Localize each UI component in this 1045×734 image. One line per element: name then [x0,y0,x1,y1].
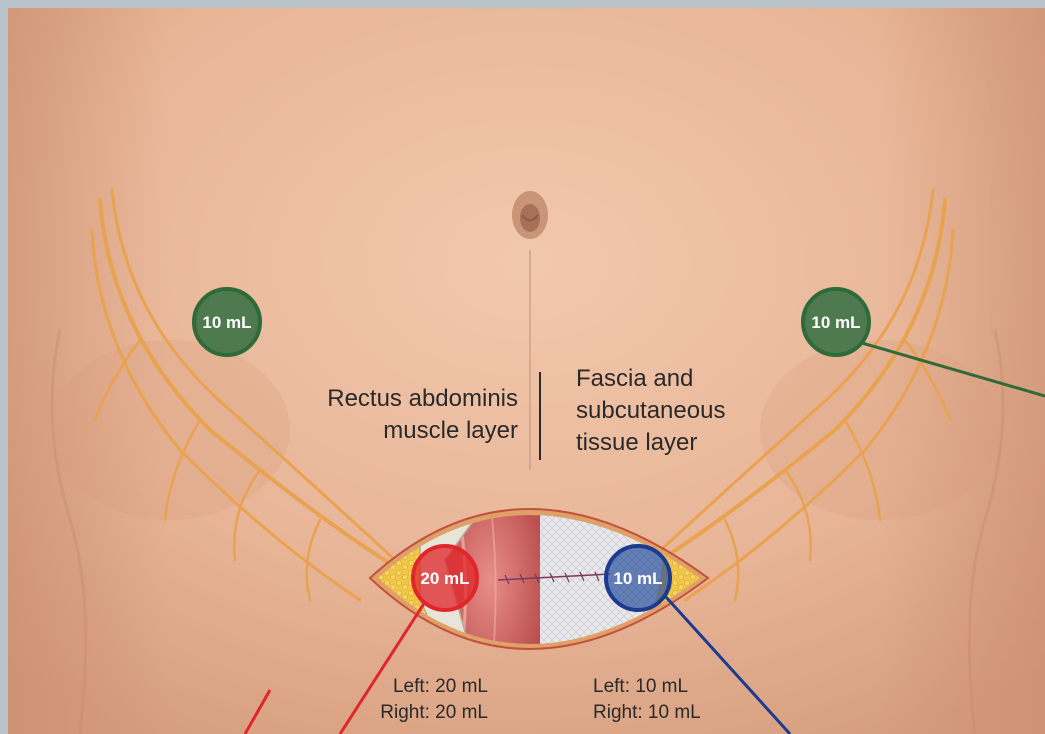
right-flank-injection-badge: 10 mL [803,289,869,355]
right-flank-dose-label: 10 mL [811,313,860,332]
navel [512,191,548,239]
rectus-injection-badge: 20 mL [413,546,477,610]
rectus-left-dose: Left: 20 mL [393,676,488,697]
fascia-injection-badge: 10 mL [606,546,670,610]
left-flank-injection-badge: 10 mL [194,289,260,355]
left-flank-dose-label: 10 mL [202,313,251,332]
fascia-label-line2: subcutaneous [576,397,725,424]
fascia-dose-label: 10 mL [613,569,662,588]
fascia-label-line1: Fascia and [576,365,693,392]
rectus-label-line1: Rectus abdominis [327,385,518,412]
fascia-right-dose: Right: 10 mL [593,702,701,723]
rectus-label-line2: muscle layer [383,417,518,444]
fascia-left-dose: Left: 10 mL [593,676,688,697]
rectus-dose-label: 20 mL [420,569,469,588]
fascia-label-line3: tissue layer [576,429,697,456]
rectus-right-dose: Right: 20 mL [380,702,488,723]
torso: Rectus abdominis muscle layer Fascia and… [8,8,1045,734]
